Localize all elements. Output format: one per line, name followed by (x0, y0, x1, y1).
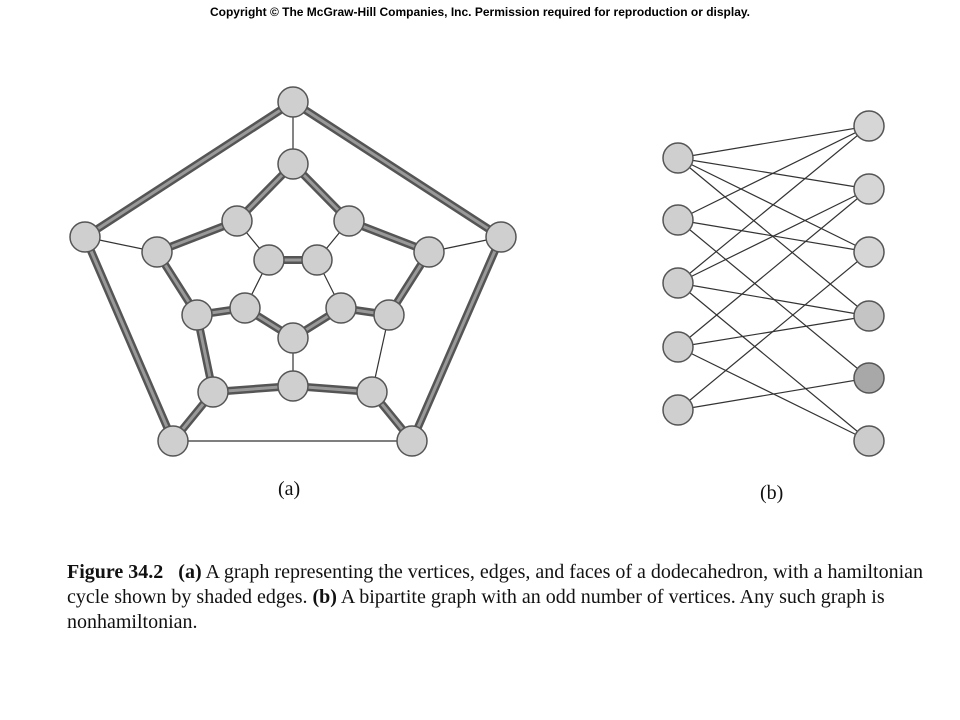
caption-part-a-tag: (a) (178, 561, 202, 583)
cycle-edge-core-o4-o0 (83, 100, 295, 239)
vertex-o3 (157, 425, 189, 457)
vertex-m8 (141, 236, 173, 268)
vertex-m0 (277, 148, 309, 180)
vertex-m9 (221, 205, 253, 237)
left-vertex-3 (662, 331, 694, 363)
edge-l0-r3 (677, 157, 870, 317)
vertex-i3 (229, 292, 261, 324)
vertex-o2 (396, 425, 428, 457)
vertex-m5 (277, 370, 309, 402)
vertex-i1 (325, 292, 357, 324)
figure-caption: Figure 34.2 (a) A graph representing the… (67, 560, 937, 635)
figure-label-a: (a) (278, 478, 301, 500)
vertex-i2 (277, 322, 309, 354)
caption-figure-number: Figure 34.2 (67, 561, 164, 583)
vertex-o4 (69, 221, 101, 253)
right-vertex-1 (853, 173, 885, 205)
vertex-m4 (356, 376, 388, 408)
right-vertex-4 (853, 362, 885, 394)
vertex-o0 (277, 86, 309, 118)
edge-l3-r1 (677, 188, 870, 348)
right-vertex-2 (853, 236, 885, 268)
vertex-m2 (413, 236, 445, 268)
cycle-edge-core-o3-o4 (83, 235, 175, 443)
edge-l4-r4 (677, 377, 870, 411)
copyright-notice: Copyright © The McGraw-Hill Companies, I… (209, 5, 751, 19)
cycle-edge-core-o0-o1 (291, 100, 503, 239)
vertex-i4 (253, 244, 285, 276)
right-vertex-3 (853, 300, 885, 332)
vertex-o1 (485, 221, 517, 253)
right-vertex-0 (853, 110, 885, 142)
edge-l4-r2 (677, 251, 870, 411)
edge-l1-r0 (677, 125, 870, 221)
caption-part-b-tag: (b) (312, 586, 337, 608)
left-vertex-2 (662, 267, 694, 299)
left-vertex-0 (662, 142, 694, 174)
edge-l0-r0 (677, 125, 870, 159)
edge-l2-r3 (677, 282, 870, 317)
vertex-m7 (181, 299, 213, 331)
vertex-m1 (333, 205, 365, 237)
caption-part-b-text: A bipartite graph with an odd number of … (67, 586, 885, 633)
figure-label-b: (b) (760, 482, 784, 504)
left-vertex-1 (662, 204, 694, 236)
left-vertex-4 (662, 394, 694, 426)
right-vertex-5 (853, 425, 885, 457)
edge-l2-r1 (677, 188, 870, 284)
cycle-edge-core-o1-o2 (410, 235, 503, 443)
caption-part-a-text: A graph representing the vertices, edges… (67, 561, 924, 608)
vertex-i0 (301, 244, 333, 276)
vertex-m3 (373, 299, 405, 331)
edge-l2-r5 (677, 282, 870, 442)
edge-l2-r0 (677, 125, 870, 284)
vertex-m6 (197, 376, 229, 408)
